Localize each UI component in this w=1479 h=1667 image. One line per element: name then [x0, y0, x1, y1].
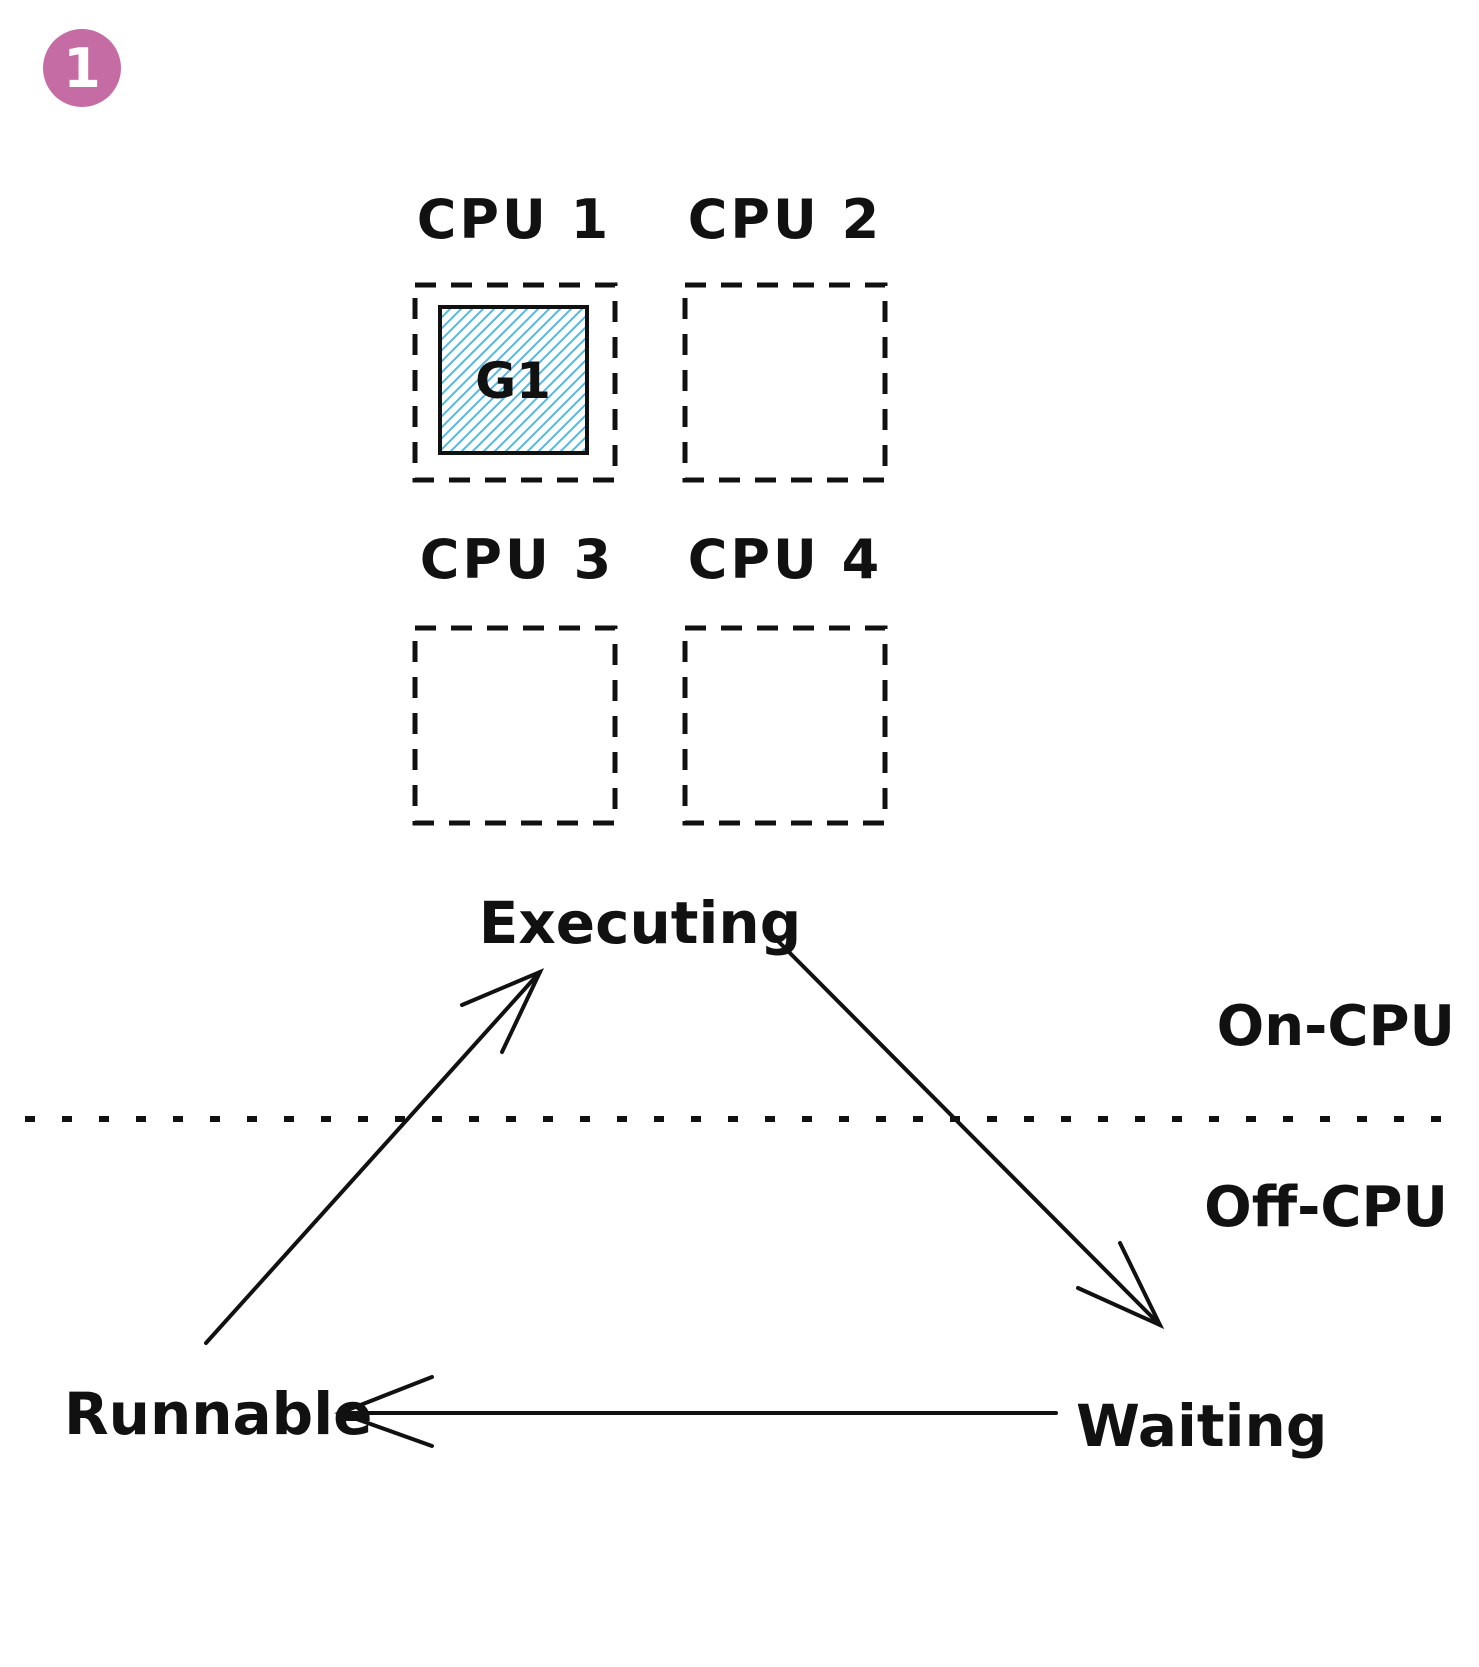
goroutine-g1-label: G1	[475, 352, 551, 410]
cpu2-slot	[682, 282, 888, 483]
transition-arrow-waiting-to-runnable	[334, 1375, 1058, 1448]
step-badge-circle	[43, 29, 121, 107]
cpu4-label: CPU 4	[688, 528, 882, 591]
cpu4-slot	[682, 625, 888, 826]
goroutine-g1-box	[438, 305, 589, 455]
arrow-head	[1076, 1241, 1165, 1330]
cpu3-label: CPU 3	[420, 528, 614, 591]
cpu2-label: CPU 2	[688, 188, 882, 251]
state-executing-label: Executing	[479, 889, 801, 957]
step-badge: 1	[43, 29, 121, 107]
region-on-cpu-label: On-CPU	[1217, 994, 1455, 1059]
transition-arrow-runnable-to-executing	[204, 968, 545, 1345]
state-waiting-label: Waiting	[1076, 1392, 1327, 1460]
step-badge-number: 1	[63, 37, 101, 100]
transition-arrow-executing-to-waiting	[770, 933, 1165, 1330]
arrow-head	[460, 968, 545, 1054]
arrow-shaft	[204, 970, 542, 1345]
state-runnable-label: Runnable	[64, 1380, 372, 1448]
arrow-head	[334, 1375, 434, 1448]
goroutine-g1: G1	[438, 305, 589, 455]
arrow-shaft	[770, 933, 1162, 1327]
region-off-cpu-label: Off-CPU	[1204, 1175, 1448, 1240]
cpu1-label: CPU 1	[417, 188, 611, 251]
cpu3-slot	[412, 625, 618, 826]
cpu1-slot	[412, 282, 618, 483]
